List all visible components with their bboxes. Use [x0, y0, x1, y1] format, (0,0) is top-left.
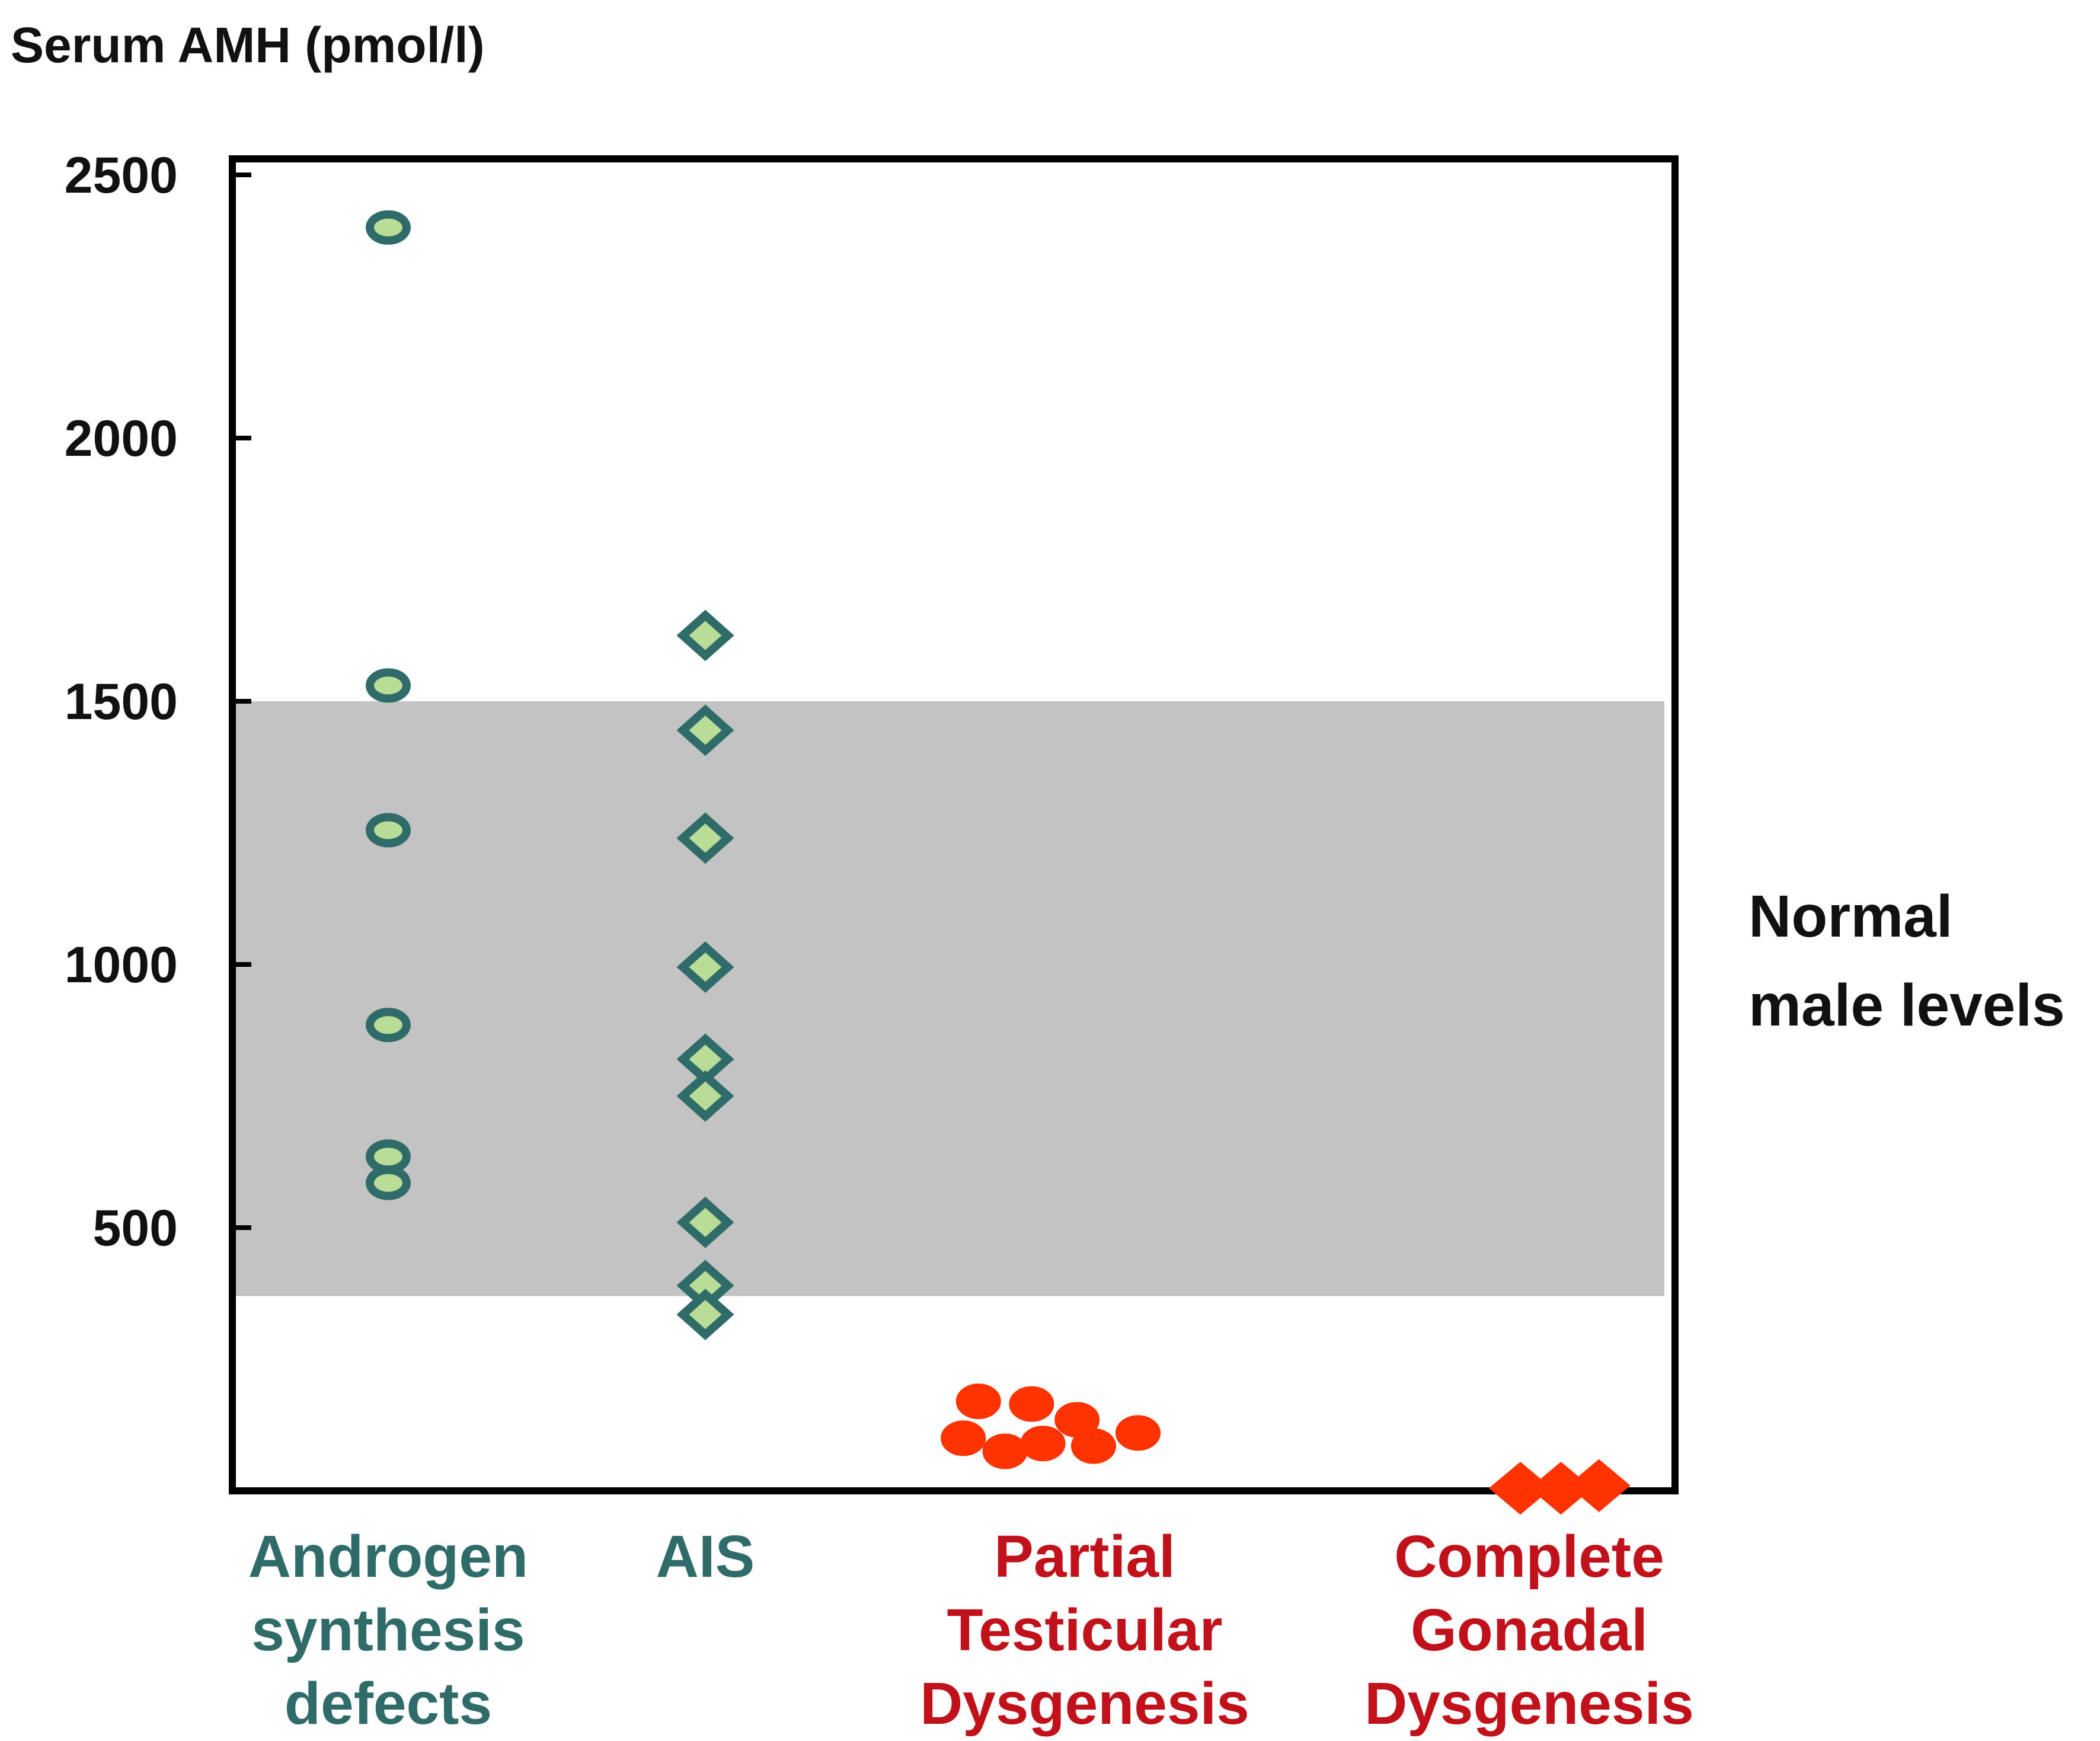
data-point-androgen: [366, 1165, 411, 1200]
data-point-ais: [676, 609, 734, 662]
y-axis-ticks: 500 1000 1500 2000 2500: [65, 147, 251, 1257]
y-tick-label: 1500: [65, 673, 178, 730]
normal-range-band: [232, 701, 1664, 1296]
category-label-ais: AIS: [656, 1523, 755, 1590]
y-axis-title: Serum AMH (pmol/l): [11, 17, 485, 73]
y-tick-label: 500: [93, 1200, 178, 1257]
data-point-androgen: [366, 668, 411, 703]
data-point-ais: [676, 812, 734, 864]
normal-range-label: Normal male levels: [1749, 883, 2065, 1039]
normal-range-label-line: male levels: [1749, 972, 2065, 1039]
data-points: [366, 210, 1631, 1515]
data-point-cgd: [1567, 1459, 1631, 1512]
data-point-ptd: [941, 1420, 986, 1456]
data-point-ptd: [1115, 1415, 1161, 1451]
normal-range-label-line: Normal: [1749, 883, 1953, 950]
data-point-ptd: [955, 1384, 1001, 1420]
y-tick-label: 1000: [65, 937, 178, 994]
data-point-ais: [676, 1070, 734, 1122]
data-point-ais: [676, 941, 734, 993]
y-tick-label: 2500: [65, 147, 178, 204]
data-point-ais: [676, 704, 734, 756]
y-tick-label: 2000: [65, 410, 178, 467]
data-point-ptd: [1009, 1386, 1054, 1422]
data-point-ptd: [1020, 1426, 1066, 1462]
data-point-androgen: [366, 813, 411, 848]
data-point-androgen: [366, 1008, 411, 1043]
data-point-ais: [676, 1289, 734, 1340]
plot-frame: [229, 155, 1679, 1494]
data-point-ptd: [982, 1433, 1028, 1470]
data-point-ais: [676, 1196, 734, 1248]
data-point-androgen: [366, 210, 411, 245]
data-point-ptd: [1071, 1428, 1116, 1464]
